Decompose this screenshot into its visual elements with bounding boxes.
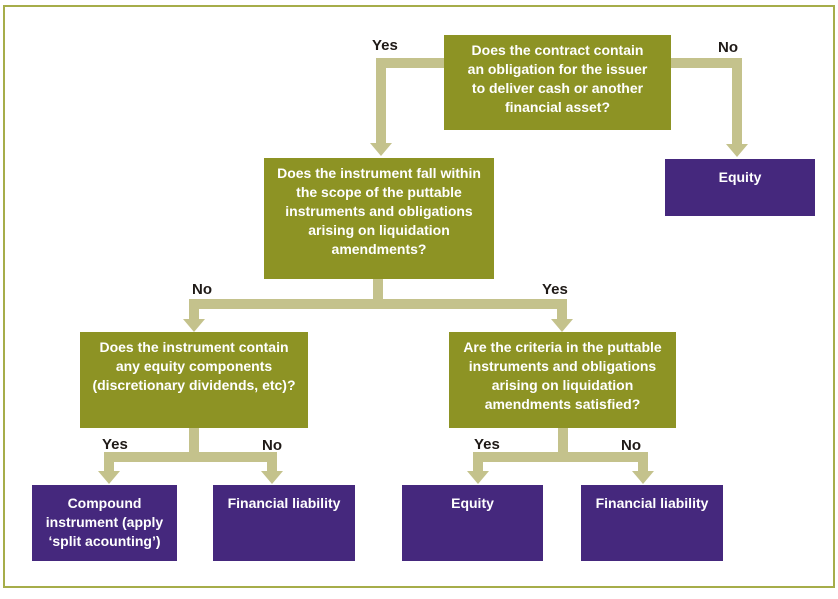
question-box-puttable-criteria: Are the criteria in the puttable instrum… [449, 332, 676, 428]
connector-q1-no-vertical [732, 58, 742, 145]
connector-q3-no-vertical [267, 462, 277, 472]
branch-label-q1-no: No [718, 39, 738, 56]
arrow-down-icon [261, 471, 283, 484]
branch-label-q4-no: No [621, 437, 641, 454]
diagram-border [3, 5, 835, 588]
connector-q4-no-vertical [638, 462, 648, 472]
arrow-down-icon [726, 144, 748, 157]
connector-q1-no-horizontal [671, 58, 742, 68]
question-box-equity-components: Does the instrument contain any equity c… [80, 332, 308, 428]
connector-q4-yes-vertical [473, 462, 483, 472]
result-box-financial-liability-right: Financial liability [581, 485, 723, 561]
connector-q3-stub [189, 428, 199, 453]
connector-q3-crossbar [104, 452, 277, 462]
result-box-equity-top: Equity [665, 159, 815, 216]
arrow-down-icon [183, 319, 205, 332]
connector-q1-yes-vertical [376, 58, 386, 144]
connector-q4-stub [558, 428, 568, 453]
connector-q2-stub [373, 279, 383, 304]
branch-label-q1-yes: Yes [372, 37, 398, 54]
question-box-contract-obligation: Does the contract contain an obligation … [444, 35, 671, 130]
branch-label-q3-no: No [262, 437, 282, 454]
branch-label-q3-yes: Yes [102, 436, 128, 453]
result-box-compound-instrument: Compound instrument (apply ‘split acount… [32, 485, 177, 561]
connector-q4-crossbar [473, 452, 648, 462]
connector-q1-yes-horizontal [376, 58, 444, 68]
arrow-down-icon [370, 143, 392, 156]
arrow-down-icon [551, 319, 573, 332]
connector-q2-yes-vertical [557, 309, 567, 320]
branch-label-q2-no: No [192, 281, 212, 298]
branch-label-q4-yes: Yes [474, 436, 500, 453]
connector-q2-no-vertical [189, 309, 199, 320]
branch-label-q2-yes: Yes [542, 281, 568, 298]
result-box-financial-liability-left: Financial liability [213, 485, 355, 561]
arrow-down-icon [467, 471, 489, 484]
question-box-puttable-scope: Does the instrument fall within the scop… [264, 158, 494, 279]
connector-q2-crossbar [189, 299, 567, 309]
arrow-down-icon [632, 471, 654, 484]
result-box-equity-bottom: Equity [402, 485, 543, 561]
connector-q3-yes-vertical [104, 462, 114, 472]
arrow-down-icon [98, 471, 120, 484]
